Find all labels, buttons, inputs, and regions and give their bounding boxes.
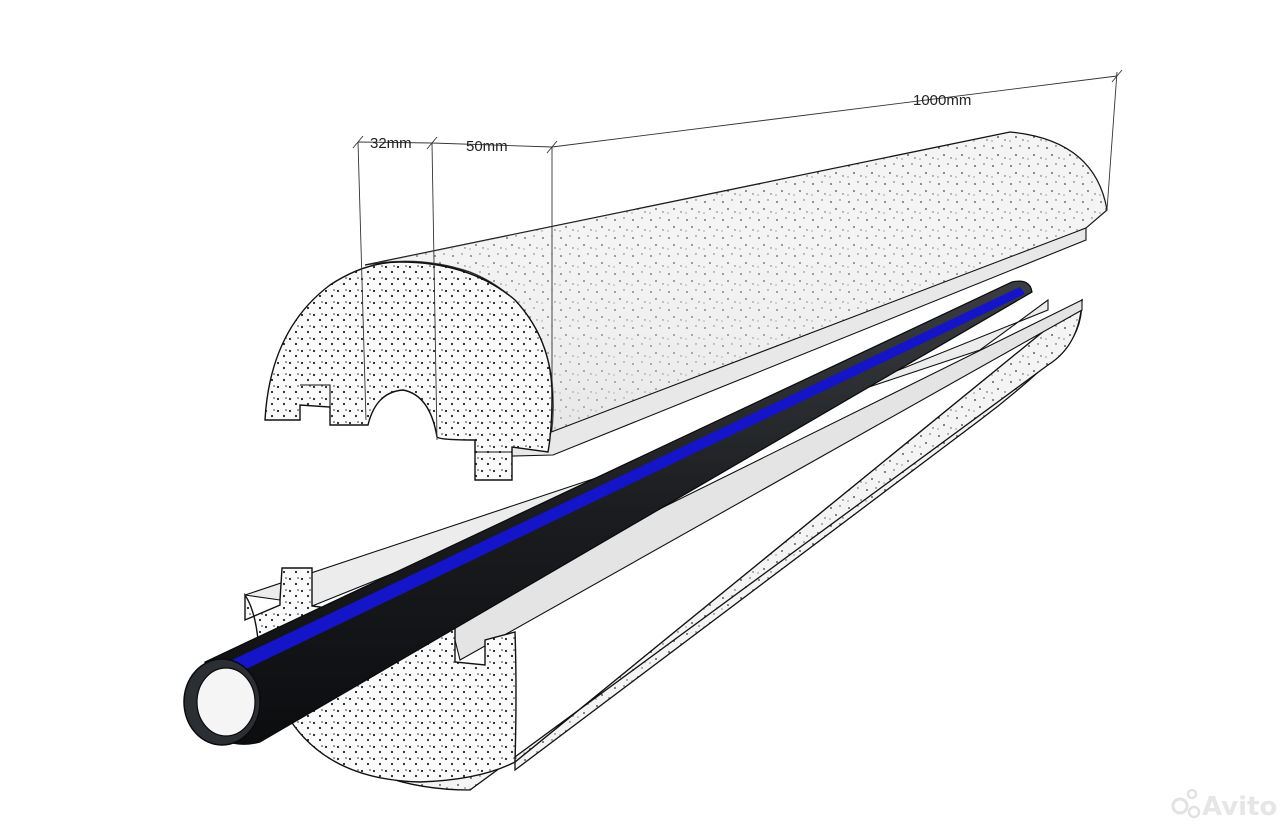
- dim-label-lock-width: 50mm: [466, 138, 508, 155]
- dimension-lines: [352, 69, 1123, 441]
- avito-logo-icon: [1171, 797, 1189, 815]
- pipe: [183, 280, 1033, 746]
- pipe-end-inner: [196, 667, 256, 737]
- dim-label-length: 1000mm: [913, 92, 971, 109]
- upper-half-shell: [264, 131, 1108, 481]
- watermark-text: Avito: [1202, 792, 1277, 822]
- lower-half-shell: [244, 298, 1083, 791]
- watermark: Avito: [1171, 788, 1277, 822]
- dim-label-wall-thickness: 32mm: [370, 135, 412, 152]
- upper-shell-end-face: [264, 261, 553, 481]
- pipe-stripe: [232, 287, 1025, 673]
